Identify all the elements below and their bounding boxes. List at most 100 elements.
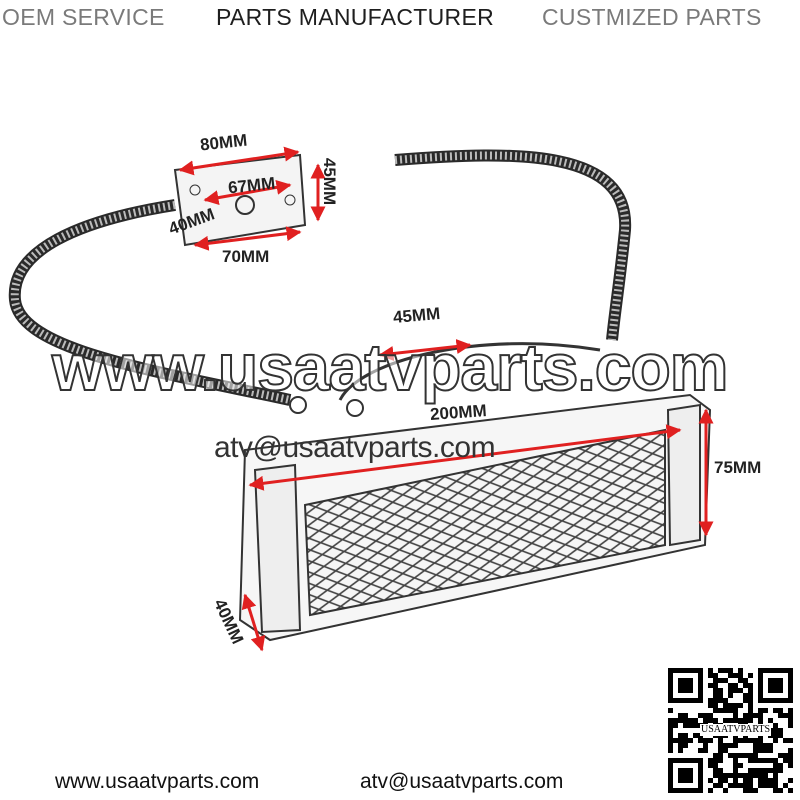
qr-module [783,758,788,763]
qr-module [678,713,683,718]
qr-module [788,713,793,718]
qr-module [773,738,778,743]
qr-module [718,768,723,773]
qr-module [693,733,698,738]
qr-module [783,738,788,743]
qr-module [678,733,683,738]
qr-module [733,738,738,743]
qr-module [703,718,708,723]
qr-module [718,693,723,698]
qr-module [788,723,793,728]
qr-module [723,773,728,778]
qr-module [768,783,773,788]
qr-module [668,738,673,743]
qr-module [733,673,738,678]
qr-module [713,688,718,693]
qr-module [748,713,753,718]
qr-module [733,683,738,688]
dim-75mm: 75MM [714,458,762,477]
qr-module [748,788,753,793]
qr-module [728,718,733,723]
qr-module [763,743,768,748]
qr-module [783,753,788,758]
qr-module [718,668,723,673]
qr-module [728,688,733,693]
qr-module [763,773,768,778]
qr-module [773,788,778,793]
qr-module [693,723,698,728]
qr-module [733,768,738,773]
qr-module [718,758,723,763]
qr-module [733,703,738,708]
qr-module [758,773,763,778]
qr-module [738,753,743,758]
qr-module [773,773,778,778]
qr-module [748,698,753,703]
qr-module [773,723,778,728]
dim-200mm: 200MM [429,401,488,424]
qr-module [733,743,738,748]
qr-module [718,748,723,753]
qr-module [713,683,718,688]
qr-module [788,763,793,768]
qr-module [723,778,728,783]
qr-module [718,678,723,683]
qr-module [778,753,783,758]
qr-module [773,758,778,763]
qr-module [763,778,768,783]
qr-module [748,708,753,713]
qr-module [768,778,773,783]
qr-module [703,713,708,718]
qr-module [718,738,723,743]
qr-module [668,743,673,748]
qr-module [743,788,748,793]
qr-module [713,763,718,768]
qr-module [723,708,728,713]
qr-module [758,768,763,773]
qr-module [713,673,718,678]
qr-module [713,693,718,698]
qr-module [683,738,688,743]
qr-module [723,668,728,673]
qr-module [788,788,793,793]
qr-module [708,788,713,793]
qr-module [768,743,773,748]
qr-module [743,778,748,783]
qr-module [773,778,778,783]
qr-module [713,703,718,708]
qr-module [788,748,793,753]
qr-module [753,773,758,778]
qr-module [718,708,723,713]
qr-module [778,733,783,738]
qr-module [738,688,743,693]
qr-module [783,783,788,788]
qr-module [753,768,758,773]
qr-module [738,783,743,788]
qr-module [673,718,678,723]
qr-module [688,718,693,723]
qr-module [758,718,763,723]
qr-module [758,743,763,748]
qr-module [758,778,763,783]
qr-module [708,673,713,678]
qr-finder [678,768,693,783]
qr-module [783,713,788,718]
qr-module [788,708,793,713]
qr-module [738,668,743,673]
qr-module [683,733,688,738]
qr-module [718,783,723,788]
qr-module [668,733,673,738]
qr-module [748,718,753,723]
qr-module [733,718,738,723]
qr-module [713,768,718,773]
header-customized-parts: CUSTMIZED PARTS [542,4,762,30]
qr-module [708,698,713,703]
qr-module [733,753,738,758]
qr-module [668,708,673,713]
qr-module [748,673,753,678]
qr-module [758,758,763,763]
qr-module [708,738,713,743]
qr-module [778,763,783,768]
watermark-email: atv@usaatvparts.com [214,431,496,464]
footer-website: www.usaatvparts.com [55,770,260,793]
